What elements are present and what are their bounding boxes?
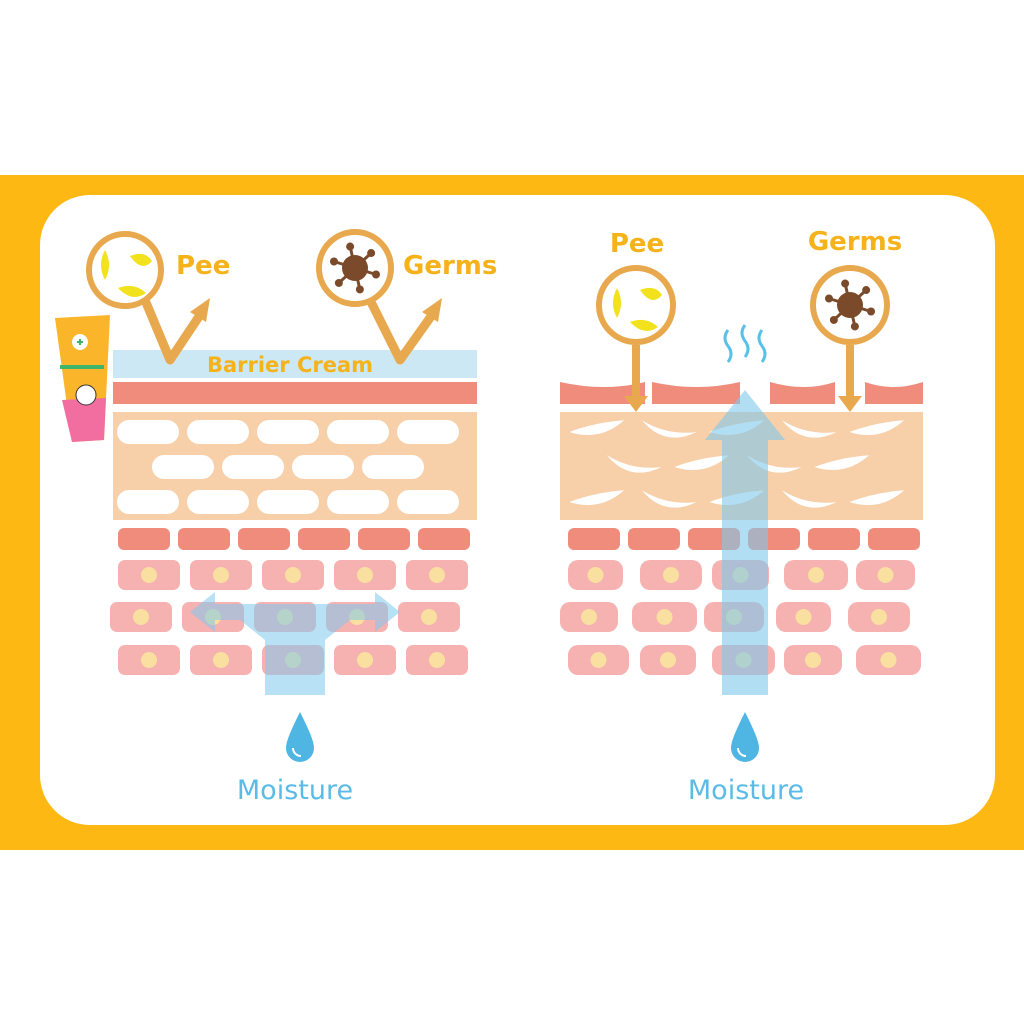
skin-cell-flake (606, 455, 662, 473)
cell-nucleus (285, 567, 301, 583)
cell-nucleus (421, 609, 437, 625)
cell-nucleus (141, 567, 157, 583)
germ-body (837, 292, 863, 318)
skin-brick (868, 528, 920, 550)
cell-nucleus (805, 652, 821, 668)
damaged-skin-surface (560, 382, 923, 404)
skin-cell-flake (849, 420, 905, 435)
skin-cell-oval (257, 420, 319, 444)
skin-brick (808, 528, 860, 550)
skin-cell-oval (327, 490, 389, 514)
pee-magnifier-icon (596, 265, 676, 412)
skin-brick (178, 528, 230, 550)
skin-cell-oval (397, 420, 459, 444)
water-drop-icon (286, 712, 314, 762)
germ-spike-tip (355, 285, 364, 294)
cell-nucleus (429, 652, 445, 668)
cell-nucleus (141, 652, 157, 668)
moisture-label: Moisture (237, 775, 353, 806)
skin-cell-oval (187, 490, 249, 514)
germ-spike-tip (334, 278, 343, 287)
left-diagram: Barrier Cream Pee Germs (55, 229, 497, 806)
skin-brick (628, 528, 680, 550)
skin-cell-flake (569, 490, 625, 505)
skin-cell-oval (222, 455, 284, 479)
cell-nucleus (871, 609, 887, 625)
moisture-retained-arrow-icon (190, 592, 400, 695)
germ-spike-tip (862, 286, 871, 295)
germ-spike-tip (329, 257, 338, 266)
germ-body (342, 255, 368, 281)
skin-cell-flake (849, 490, 905, 505)
water-drop-icon (731, 712, 759, 762)
skin-cell-flake (674, 455, 730, 470)
moisture-loss-arrow-icon (705, 390, 785, 695)
skin-cell-oval (292, 455, 354, 479)
cell-nucleus (590, 652, 607, 668)
skin-brick (238, 528, 290, 550)
moisture-label: Moisture (688, 775, 804, 806)
cell-nucleus (133, 609, 149, 625)
germ-spike-tip (850, 322, 859, 331)
germs-label: Germs (808, 227, 902, 257)
pee-label: Pee (610, 229, 664, 259)
pee-magnifier-icon (86, 231, 210, 365)
germ-spike-tip (346, 242, 355, 251)
cell-nucleus (880, 652, 897, 668)
cell-nucleus (357, 567, 373, 583)
skin-cell-oval (257, 490, 319, 514)
germs-magnifier-icon (316, 229, 442, 365)
skin-cell-oval (117, 490, 179, 514)
germ-spike-tip (841, 279, 850, 288)
germs-magnifier-icon (810, 265, 890, 412)
skin-brick (568, 528, 620, 550)
cell-nucleus (795, 609, 812, 625)
cell-nucleus (587, 567, 604, 583)
barrier-cream-tube (55, 315, 110, 442)
skin-cell-flake (781, 420, 837, 438)
barrier-cream-label: Barrier Cream (207, 353, 373, 377)
skin-cell-flake (569, 420, 625, 435)
skin-brick (418, 528, 470, 550)
germ-spike-tip (824, 294, 833, 303)
skin-cell-oval (187, 420, 249, 444)
skin-cell-oval (152, 455, 214, 479)
skin-cell-oval (117, 420, 179, 444)
skin-brick (118, 528, 170, 550)
germ-spike-tip (372, 270, 381, 279)
skin-cell-oval (362, 455, 424, 479)
skin-cell-flake (641, 490, 697, 508)
cell-nucleus (808, 567, 824, 583)
germ-spike-tip (367, 249, 376, 258)
germs-label: Germs (403, 251, 497, 281)
skin-cell-flake (781, 490, 837, 508)
skin-surface (113, 382, 477, 404)
cell-nucleus (663, 567, 679, 583)
skin-cell-oval (327, 420, 389, 444)
cell-nucleus (357, 652, 373, 668)
right-diagram: Pee Germs Moisture (560, 227, 923, 806)
skin-cell-flake (641, 420, 697, 438)
skin-cell-oval (397, 490, 459, 514)
skin-brick (358, 528, 410, 550)
skin-cell-flake (814, 455, 870, 470)
skin-cell-flake (746, 455, 802, 473)
germ-spike-tip (829, 315, 838, 324)
cell-nucleus (656, 609, 673, 625)
evaporation-icon (723, 324, 767, 363)
cell-nucleus (213, 652, 229, 668)
cell-nucleus (581, 609, 597, 625)
skin-brick (298, 528, 350, 550)
germ-spike-tip (867, 307, 876, 316)
cell-nucleus (877, 567, 894, 583)
cell-nucleus (660, 652, 676, 668)
pee-label: Pee (176, 251, 230, 281)
cell-nucleus (213, 567, 229, 583)
cell-nucleus (429, 567, 445, 583)
